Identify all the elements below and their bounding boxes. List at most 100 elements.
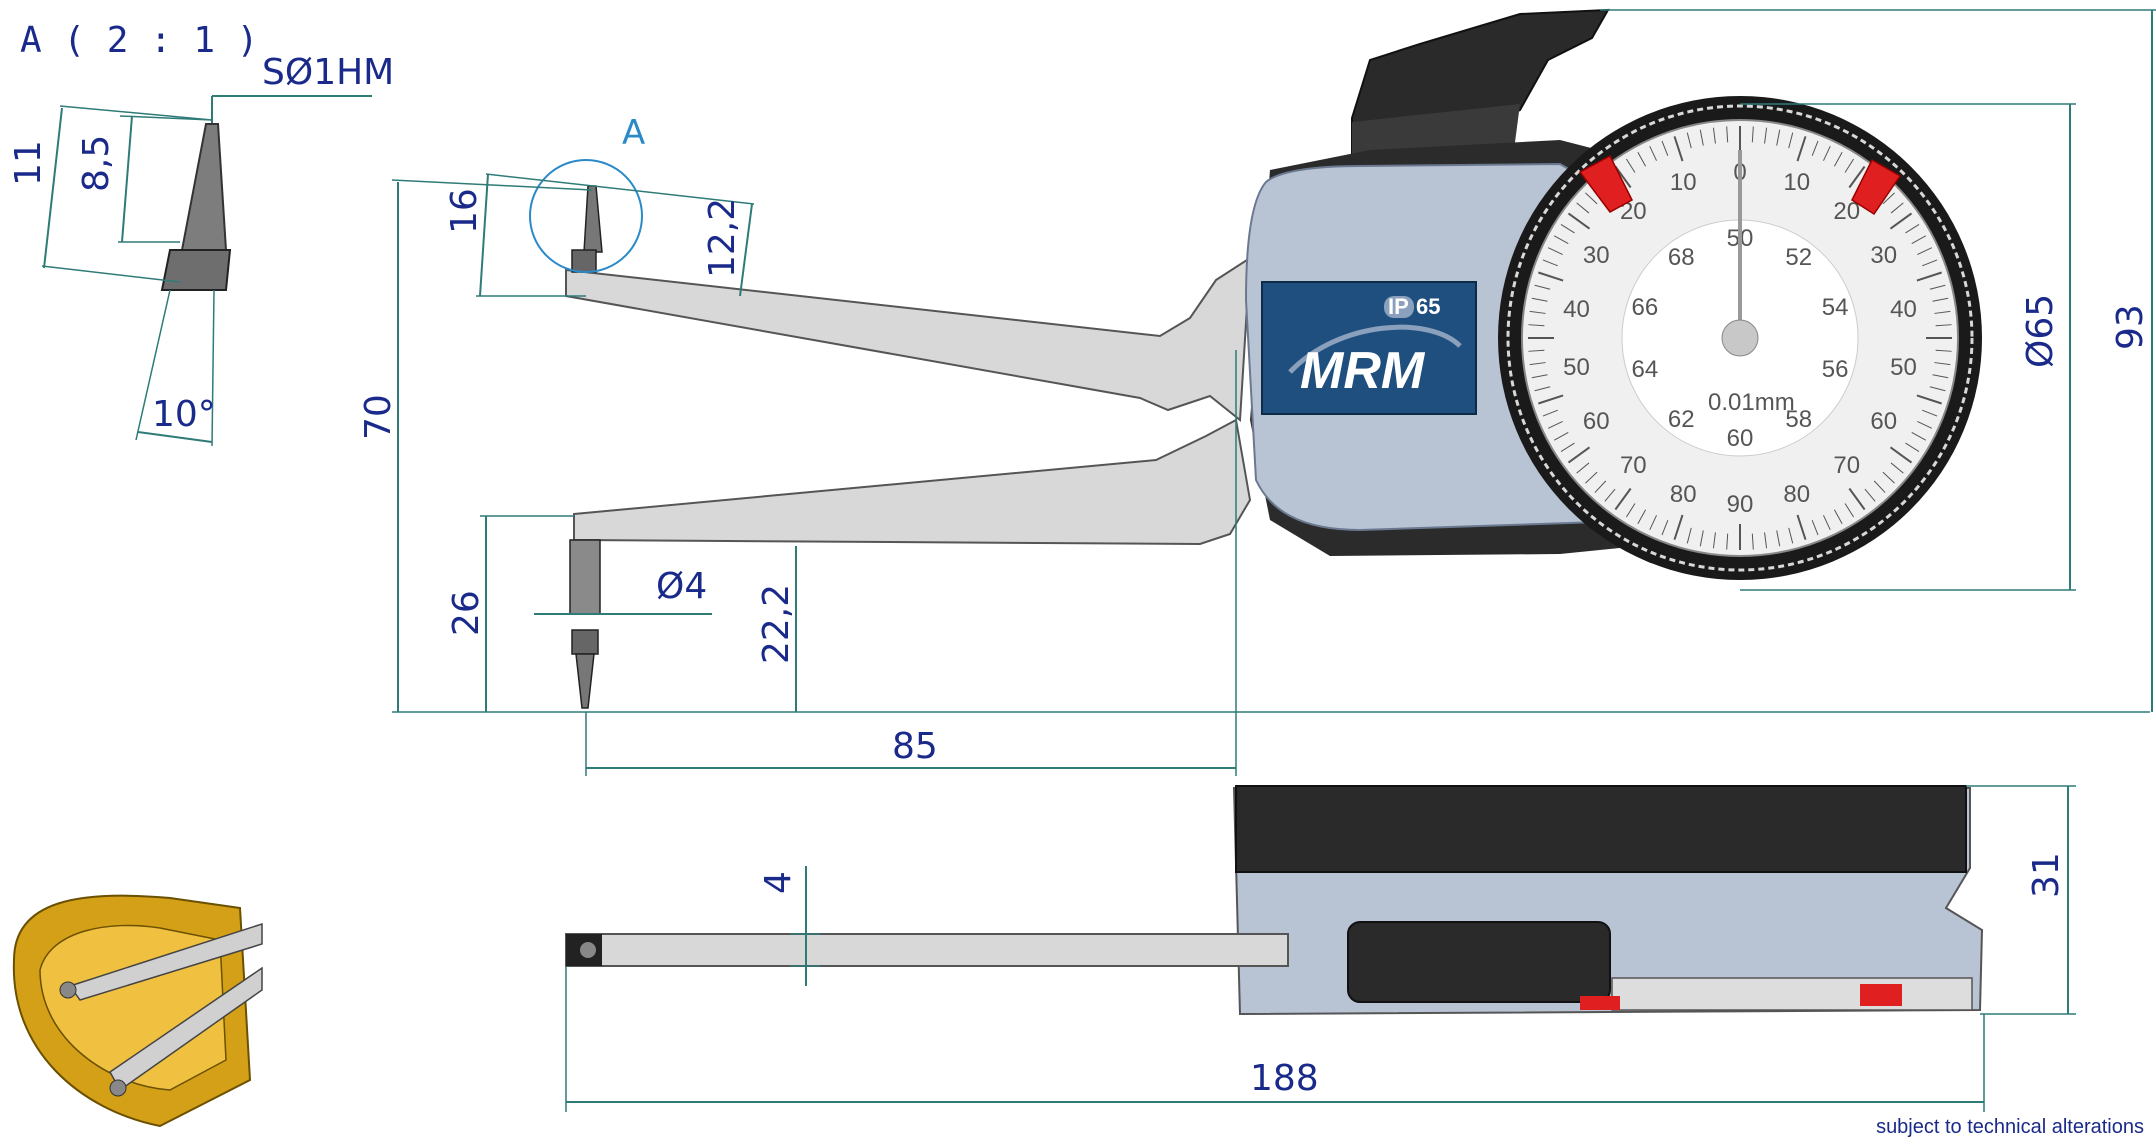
dial-tick xyxy=(1935,324,1952,327)
dial-tick xyxy=(1764,532,1768,549)
tip-spec-label: SØ1HM xyxy=(262,52,394,93)
dial-tick xyxy=(1567,212,1591,230)
dial-tick xyxy=(1844,158,1855,173)
dial-tick xyxy=(1848,165,1866,189)
dial-tick xyxy=(1848,487,1866,511)
dial-tick xyxy=(1916,394,1942,405)
dial-tick xyxy=(1935,349,1952,352)
dial-outer-number: 50 xyxy=(1890,354,1917,381)
detail-a-circle xyxy=(529,159,643,273)
dial-tick xyxy=(1542,259,1558,267)
dial-tick xyxy=(1534,386,1551,392)
dial-tick xyxy=(1553,235,1569,245)
lower-arm xyxy=(573,418,1252,546)
dim-70: 70 xyxy=(358,394,399,440)
detail-a: A ( 2 : 1 ) SØ1HM 11 8,5 10° xyxy=(8,20,394,447)
dim-16: 16 xyxy=(444,188,485,234)
dial-tick xyxy=(1929,284,1946,290)
dial-tick xyxy=(1823,515,1831,531)
dial-outer-number: 70 xyxy=(1833,452,1860,479)
dial-tick xyxy=(1929,386,1946,392)
dial-outer-scale: 01020304050607080908070605040302010 xyxy=(1563,159,1917,518)
needle-hub xyxy=(1721,319,1759,357)
dim-dia-65: Ø65 xyxy=(2020,294,2061,368)
dial-tick xyxy=(1625,503,1636,518)
dial-tick xyxy=(1529,310,1546,314)
dial-tick xyxy=(1726,533,1729,550)
dim-8-5: 8,5 xyxy=(76,135,117,192)
dial-tick xyxy=(1823,145,1831,161)
dial-tick xyxy=(1538,394,1564,405)
dial-tick xyxy=(1890,462,1904,474)
dial-tick xyxy=(1905,442,1920,453)
dim-93: 93 xyxy=(2110,304,2151,350)
dial-outer-number: 10 xyxy=(1783,169,1810,196)
knurled-ring xyxy=(1611,977,1973,1011)
dial-tick xyxy=(1531,374,1548,379)
dial-tick xyxy=(1796,136,1807,162)
dial-tick xyxy=(1604,488,1616,502)
detail-tip-nut xyxy=(160,249,232,291)
dial-tick xyxy=(1567,446,1591,464)
dial-tick xyxy=(1673,514,1684,540)
dial-tick xyxy=(1699,530,1704,547)
dial-inner-number: 56 xyxy=(1822,356,1849,383)
dial-tick xyxy=(1796,514,1807,540)
dial-tick xyxy=(1776,530,1781,547)
dial-tick xyxy=(1712,532,1716,549)
tolerance-marker-left xyxy=(1578,154,1633,213)
dial-tick xyxy=(1637,509,1647,525)
dial-tick xyxy=(1905,223,1920,234)
dial-outer-number: 80 xyxy=(1670,481,1697,508)
dial-ticks xyxy=(1528,126,1952,550)
dial-inner-number: 54 xyxy=(1822,294,1849,321)
dim-22-2: 22,2 xyxy=(756,584,797,664)
footer-note: subject to technical alterations xyxy=(1876,1116,2144,1138)
upper-tip xyxy=(583,185,603,253)
dim-dia-4: Ø4 xyxy=(656,566,707,607)
dial-outer-number: 30 xyxy=(1583,242,1610,269)
dial-tick xyxy=(1649,145,1657,161)
dial-tick xyxy=(1764,127,1768,144)
dial-inner-number: 64 xyxy=(1632,356,1659,383)
dial-tick xyxy=(1788,132,1794,149)
dial-tick xyxy=(1547,247,1563,255)
dial-tick xyxy=(1560,223,1575,234)
dial-tick xyxy=(1776,129,1781,146)
dial-tick xyxy=(1788,527,1794,544)
dial-tick xyxy=(1833,509,1843,525)
dim-12-2: 12,2 xyxy=(702,198,743,278)
dial-inner-number: 66 xyxy=(1632,294,1659,321)
resolution-label: 0.01mm xyxy=(1708,389,1795,416)
dial-tick xyxy=(1932,297,1949,302)
dial-tick xyxy=(1811,140,1819,156)
dial-outer-number: 60 xyxy=(1583,408,1610,435)
dial-tick xyxy=(1873,480,1886,493)
dial-tick xyxy=(1661,520,1669,536)
dim-26: 26 xyxy=(446,590,487,636)
brand-label xyxy=(1261,281,1477,415)
lower-tip-shaft xyxy=(569,539,601,615)
dim-10-deg: 10° xyxy=(152,394,216,435)
dim-188: 188 xyxy=(1250,1058,1319,1099)
dial-inner-number: 60 xyxy=(1727,425,1754,452)
side-bezel xyxy=(1235,785,1967,873)
dial-tick xyxy=(1528,349,1545,352)
dial-tick xyxy=(1576,202,1590,214)
dial-tick xyxy=(1649,515,1657,531)
dial-outer-number: 30 xyxy=(1870,242,1897,269)
dial-tick xyxy=(1661,140,1669,156)
dial-tick xyxy=(1673,136,1684,162)
dial-tick xyxy=(1726,126,1729,143)
dial-tick xyxy=(1934,362,1951,366)
dial-outer-number: 70 xyxy=(1620,452,1647,479)
dial-tick xyxy=(1911,235,1927,245)
dial-tick xyxy=(1538,271,1564,282)
dial-tick xyxy=(1864,488,1876,502)
dial-outer-number: 10 xyxy=(1670,169,1697,196)
dial-tick xyxy=(1686,527,1692,544)
dial-outer-number: 90 xyxy=(1727,491,1754,518)
dial-tick xyxy=(1917,421,1933,429)
dial-tick xyxy=(1889,446,1913,464)
